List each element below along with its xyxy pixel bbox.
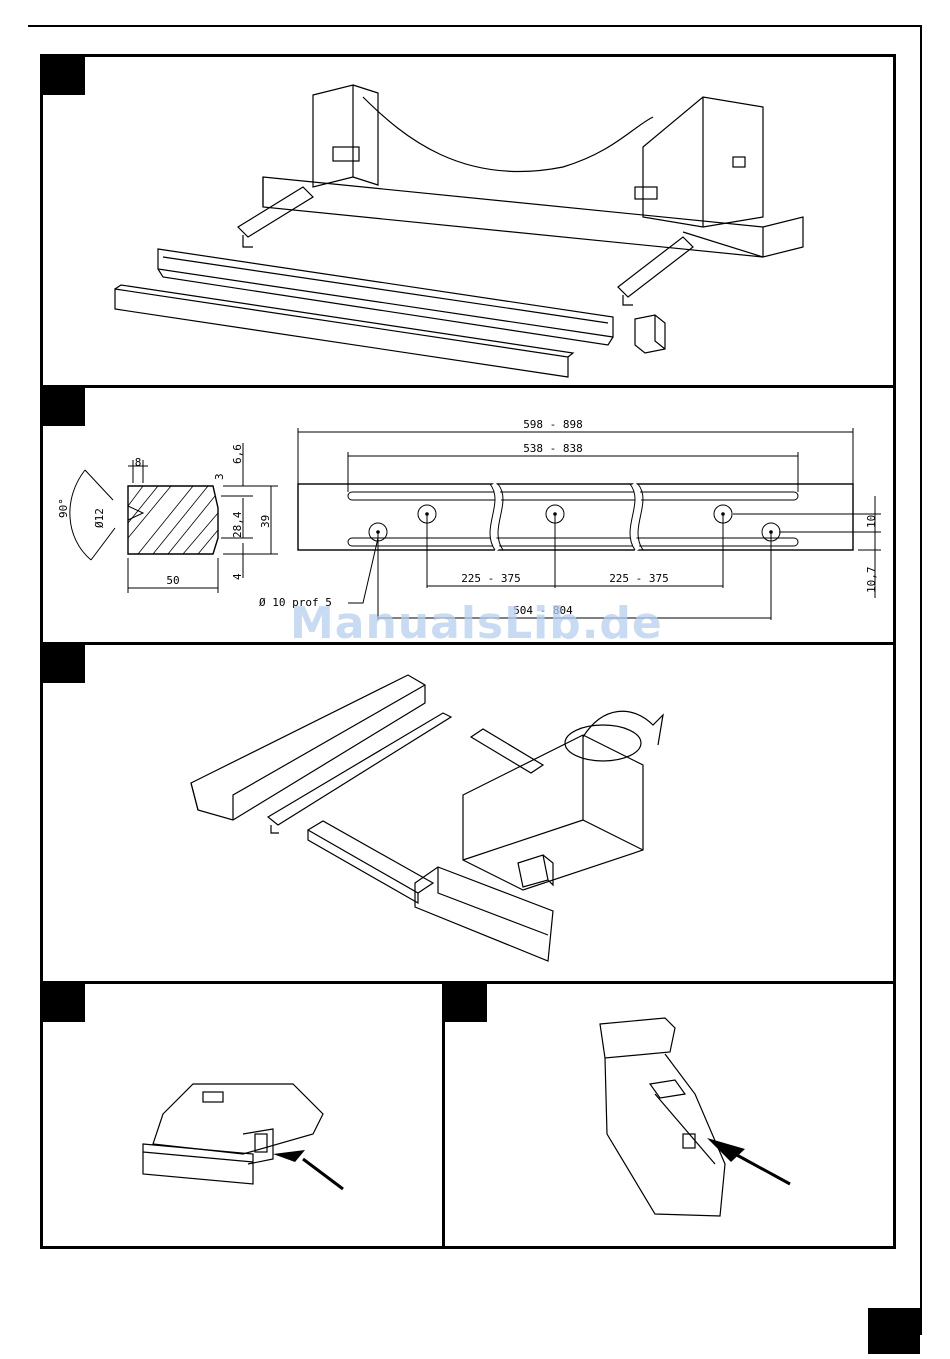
dim-28-4: 28,4 (231, 511, 244, 538)
page-frame-top (28, 25, 922, 27)
page-frame-right (920, 25, 922, 1335)
panel-3-exploded (40, 642, 896, 984)
dim-hole-spacing-right: 225 - 375 (609, 572, 669, 585)
assembly-drawing (43, 57, 893, 385)
dim-hole-offset: 10 (865, 515, 878, 528)
dim-bore-diameter: Ø12 (93, 508, 106, 528)
exploded-drawing (43, 645, 893, 981)
detail-4-drawing (43, 984, 445, 1246)
dim-slot-length: 538 - 838 (523, 442, 583, 455)
page-corner-tab (868, 1308, 920, 1354)
dim-6-6: 6,6 (231, 444, 244, 464)
dim-hole-spacing-left: 225 - 375 (461, 572, 521, 585)
dim-4: 4 (231, 573, 244, 580)
dim-39: 39 (259, 515, 272, 528)
panel-5-detail (442, 981, 896, 1249)
dim-angle: 90° (57, 498, 70, 518)
watermark: ManualsLib.de (290, 598, 663, 649)
panel-4-detail (40, 981, 448, 1249)
arrow-indicator-icon (707, 1138, 745, 1162)
dim-edge-offset: 10,7 (865, 567, 878, 594)
dim-total-width: 598 - 898 (523, 418, 583, 431)
panel-1-assembly (40, 54, 896, 388)
dim-top-offset: 8 (135, 456, 142, 469)
detail-5-drawing (445, 984, 893, 1246)
dim-profile-width: 50 (166, 574, 179, 587)
arrow-indicator-icon (273, 1150, 305, 1162)
dim-3: 3 (213, 473, 226, 480)
